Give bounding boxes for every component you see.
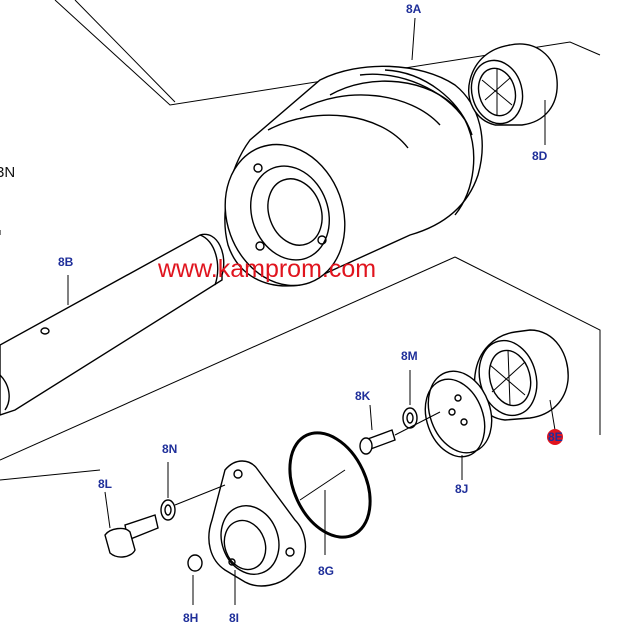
shaft-8B bbox=[0, 233, 225, 416]
bushing-8E bbox=[473, 329, 569, 445]
label-8E: 8E bbox=[548, 430, 563, 444]
bolt-8K bbox=[359, 404, 441, 455]
plate-8J bbox=[424, 370, 493, 480]
bushing-8D bbox=[468, 43, 558, 145]
label-8B: 8B bbox=[58, 255, 74, 269]
highlight-marker-8E bbox=[547, 429, 563, 445]
lower-group-outline bbox=[0, 230, 601, 481]
label-8N: 8N bbox=[162, 442, 177, 456]
label-8J: 8J bbox=[455, 482, 468, 496]
o-ring-8G bbox=[288, 431, 372, 555]
watermark-text: www.kamprom.com bbox=[157, 255, 376, 283]
washer-8N bbox=[160, 462, 226, 521]
label-8K: 8K bbox=[355, 389, 371, 403]
label-8G: 8G bbox=[318, 564, 334, 578]
roller-body-8A bbox=[224, 17, 483, 287]
label-8H: 8H bbox=[183, 611, 198, 625]
label-8I: 8I bbox=[229, 611, 239, 625]
washer-8M bbox=[402, 370, 418, 429]
label-8A: 8A bbox=[406, 2, 422, 16]
side-text: 3N bbox=[0, 164, 15, 181]
label-8D: 8D bbox=[532, 149, 548, 163]
fitting-8H bbox=[187, 554, 203, 605]
label-8M: 8M bbox=[401, 349, 418, 363]
housing-8I bbox=[208, 460, 307, 605]
label-8L: 8L bbox=[98, 477, 112, 491]
bolt-8L bbox=[104, 491, 159, 558]
